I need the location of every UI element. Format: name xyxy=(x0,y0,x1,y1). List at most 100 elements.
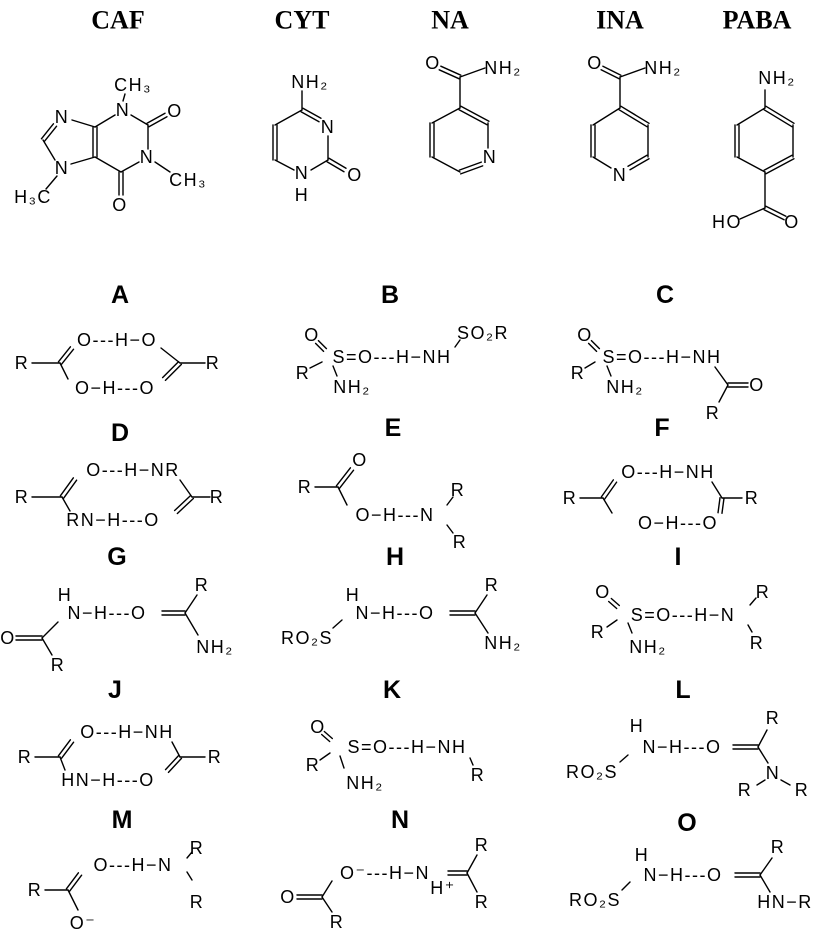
atom-label: O−H---O xyxy=(638,513,718,533)
single-bond xyxy=(120,161,140,173)
single-bond xyxy=(466,854,478,874)
single-bond xyxy=(184,612,199,636)
compound-title: NA xyxy=(431,6,469,35)
single-bond xyxy=(339,755,345,769)
atom-label: O---H−O xyxy=(77,330,157,350)
double-bond xyxy=(302,107,322,119)
double-bond xyxy=(603,481,618,500)
single-bond xyxy=(337,486,348,506)
atom-label: NH₂ xyxy=(291,72,329,92)
atom-label: N xyxy=(116,100,131,120)
atom-label: NH₂ xyxy=(484,633,522,653)
double-bond xyxy=(164,363,183,382)
double-bond xyxy=(627,154,648,167)
double-bond xyxy=(57,346,72,363)
double-bond xyxy=(317,339,328,350)
compound-title: INA xyxy=(596,6,644,35)
single-bond xyxy=(718,384,729,403)
atom-label: O xyxy=(784,212,800,232)
single-bond xyxy=(714,366,729,386)
atom-label: R xyxy=(706,403,721,423)
double-bond xyxy=(326,161,345,173)
double-bond xyxy=(459,165,484,175)
single-bond xyxy=(474,594,488,614)
atom-label: N xyxy=(55,158,70,178)
double-bond xyxy=(320,733,331,743)
atom-label: R xyxy=(571,363,586,383)
double-bond xyxy=(62,479,78,499)
atom-label: N xyxy=(766,763,781,783)
compound-title: CYT xyxy=(275,6,330,35)
atom-label: H xyxy=(346,585,361,605)
atom-label: NH₂ xyxy=(484,58,522,78)
synthon-label: N xyxy=(391,806,409,834)
single-bond xyxy=(606,619,618,628)
double-bond xyxy=(176,497,195,515)
double-bond xyxy=(161,360,180,379)
double-bond xyxy=(167,757,183,774)
atom-label: RO₂S xyxy=(569,890,621,910)
atom-label: R xyxy=(51,655,66,675)
double-bond xyxy=(65,872,80,890)
single-bond xyxy=(130,114,149,126)
atom-label: H xyxy=(58,585,73,605)
single-bond xyxy=(59,362,69,380)
single-bond xyxy=(184,594,198,614)
double-bond xyxy=(600,69,620,80)
single-bond xyxy=(736,107,766,126)
atom-label: S=O---H−NH xyxy=(332,347,451,367)
single-bond xyxy=(319,752,331,761)
atom-label: N xyxy=(613,165,628,185)
atom-label: R xyxy=(330,912,345,932)
single-bond xyxy=(756,779,766,786)
atom-label: NH₂ xyxy=(606,377,644,397)
atom-label: R xyxy=(738,780,753,800)
double-bond xyxy=(763,109,793,128)
synthon-label: E xyxy=(385,414,402,442)
single-bond xyxy=(309,361,323,369)
atom-label: O−H---N xyxy=(356,505,435,525)
double-bond xyxy=(57,739,72,757)
atom-label: S=O---H−NH xyxy=(347,737,466,757)
single-bond xyxy=(759,874,771,893)
double-bond xyxy=(765,158,795,175)
atom-label: SO₂R xyxy=(457,323,509,343)
single-bond xyxy=(71,119,96,128)
atom-label: O xyxy=(280,887,296,907)
atom-label: N xyxy=(295,163,310,183)
atom-label: N xyxy=(483,147,498,167)
compound-title: CAF xyxy=(91,6,144,35)
synthon-label: G xyxy=(107,543,126,571)
atom-label: N−H---O xyxy=(644,865,723,885)
double-bond xyxy=(335,467,352,487)
atom-label: N xyxy=(55,107,70,127)
single-bond xyxy=(94,156,122,173)
double-bond xyxy=(43,125,58,142)
double-bond xyxy=(458,161,483,171)
atom-label: R xyxy=(206,353,221,373)
double-bond xyxy=(587,342,598,353)
single-bond xyxy=(321,880,333,898)
atom-label: R xyxy=(766,708,781,728)
atom-label: R xyxy=(28,880,43,900)
double-bond xyxy=(618,109,648,128)
single-bond xyxy=(310,159,329,171)
single-bond xyxy=(780,779,791,786)
single-bond xyxy=(619,754,629,763)
synthon-label: H xyxy=(386,543,404,571)
atom-label: R xyxy=(18,747,33,767)
atom-label: R xyxy=(475,835,490,855)
double-bond xyxy=(460,105,490,122)
single-bond xyxy=(59,756,66,771)
single-bond xyxy=(454,339,461,348)
double-bond xyxy=(164,754,180,771)
atom-label: H xyxy=(630,716,645,736)
atom-label: N xyxy=(140,147,155,167)
